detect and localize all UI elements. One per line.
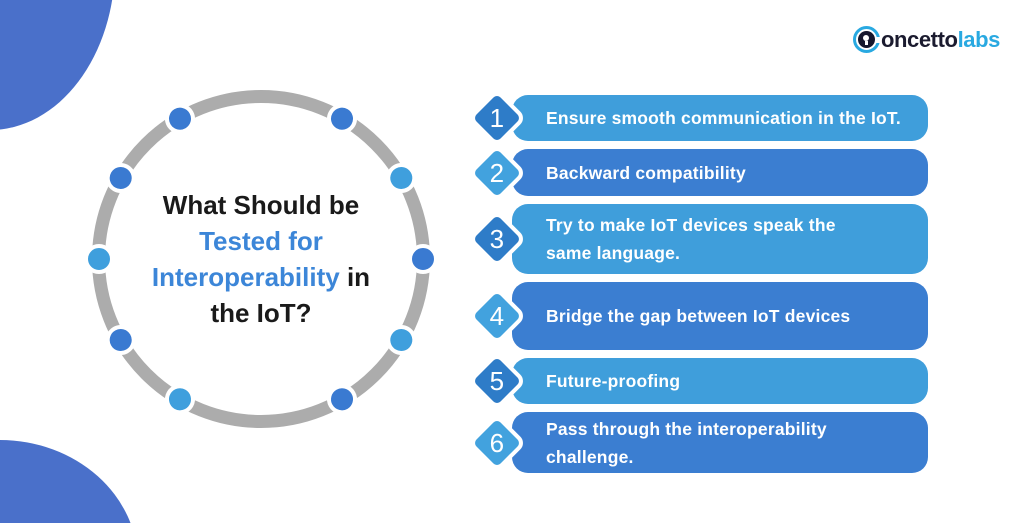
title-line-4: the IoT? [210, 298, 312, 328]
circle-dot [408, 244, 438, 274]
logo-text-dark: oncetto [880, 27, 958, 52]
interoperability-items-list: Ensure smooth communication in the IoT. … [465, 88, 928, 473]
list-item-4: Bridge the gap between IoT devices 4 [465, 282, 928, 350]
lightbulb-icon [857, 31, 875, 48]
concettolabs-logo: oncetto labs [852, 26, 1001, 53]
list-item-2: Backward compatibility 2 [465, 142, 928, 203]
list-item-3: Try to make IoT devices speak the same l… [465, 204, 928, 274]
logo-text-blue: labs [957, 27, 1001, 52]
title-line-2: Tested for [199, 226, 323, 256]
corner-blob-top-left [0, 0, 115, 130]
concettolabs-logo-icon [852, 26, 881, 53]
item-bar: Backward compatibility [512, 149, 928, 196]
list-item-1: Ensure smooth communication in the IoT. … [465, 88, 928, 148]
item-bar: Ensure smooth communication in the IoT. [512, 95, 928, 141]
page-title: What Should be Tested for Interoperabili… [105, 103, 417, 415]
item-bar: Future-proofing [512, 358, 928, 404]
title-line-1: What Should be [162, 190, 360, 220]
circle-dot [84, 244, 114, 274]
title-line-3: Interoperability in [151, 262, 371, 292]
list-item-5: Future-proofing 5 [465, 351, 928, 411]
logo-c-gap [875, 37, 881, 43]
list-item-6: Pass through the interoperability challe… [465, 412, 928, 473]
item-bar: Try to make IoT devices speak the same l… [512, 204, 928, 274]
corner-blob-bottom-left [0, 440, 138, 523]
item-bar: Pass through the interoperability challe… [512, 412, 928, 473]
item-bar: Bridge the gap between IoT devices [512, 282, 928, 350]
dot-ring: What Should be Tested for Interoperabili… [84, 90, 438, 428]
